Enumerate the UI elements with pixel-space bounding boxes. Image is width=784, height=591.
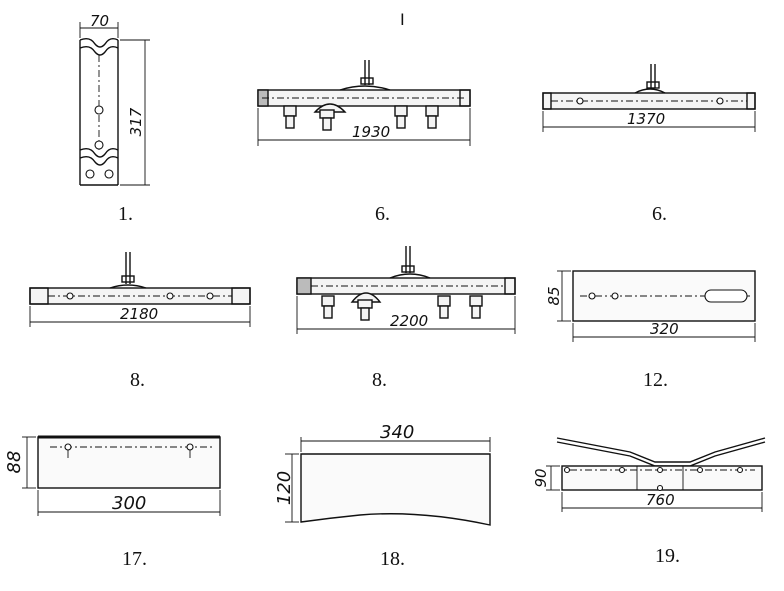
part-12-hole-1 (588, 292, 596, 300)
part-17-height-label: 88 (4, 451, 25, 474)
page-mark: I (400, 10, 405, 29)
part-17-height-dimension: 88 (4, 436, 36, 489)
part-1-height-dimension: 317 (120, 39, 150, 186)
part-18-plate (300, 453, 491, 526)
part-8a-hole-3 (206, 292, 214, 300)
part-8b-fitting-3 (437, 295, 451, 307)
part-6a-length-label: 1930 (352, 123, 390, 141)
part-1-hole-top (94, 105, 104, 115)
part-8b-length-label: 2200 (390, 312, 428, 330)
part-12-caption: 12. (643, 369, 668, 391)
part-8a-stud (121, 252, 135, 284)
part-8b-caption: 8. (372, 369, 387, 391)
part-6b-length-label: 1370 (627, 110, 665, 128)
part-1-hole-left (85, 169, 95, 179)
part-6a-drawing: 1930 6. (257, 60, 471, 225)
part-19-drawing: 90 760 19. (532, 437, 766, 567)
part-17-hole-left (64, 443, 72, 451)
part-19-height-label: 90 (532, 468, 550, 487)
part-12-length-dimension: 320 (572, 320, 756, 342)
part-1-width-label: 70 (90, 12, 109, 30)
part-8a-hole-2 (166, 292, 174, 300)
part-17-hole-right (186, 443, 194, 451)
part-1-hole-right (104, 169, 114, 179)
part-19-hole-3 (656, 466, 664, 474)
part-6a-fitting-1 (283, 105, 297, 117)
part-19-hole-2 (618, 466, 626, 474)
part-17-length-label: 300 (112, 493, 146, 514)
part-12-height-dimension: 85 (545, 270, 571, 322)
part-12-length-label: 320 (650, 320, 679, 338)
part-18-height-label: 120 (274, 471, 295, 505)
part-1-caption: 1. (118, 203, 133, 225)
part-8a-length-label: 2180 (120, 305, 158, 323)
part-8b-fitting-4 (469, 295, 483, 307)
part-8b-length-dimension: 2200 (296, 296, 516, 334)
part-6b-length-dimension: 1370 (542, 110, 756, 132)
part-19-bent-bar (556, 437, 766, 463)
part-1-drawing: 70 317 1. (79, 12, 150, 225)
part-12-slot (704, 289, 748, 303)
part-17-length-dimension: 300 (37, 490, 221, 516)
part-1-plate (79, 37, 119, 186)
part-6a-caption: 6. (375, 203, 390, 225)
part-6b-hole-left (576, 97, 584, 105)
part-18-length-label: 340 (380, 422, 414, 443)
part-12-hole-2 (611, 292, 619, 300)
part-18-height-dimension: 120 (274, 453, 299, 523)
part-6a-fitting-3 (394, 105, 408, 117)
part-17-caption: 17. (122, 548, 147, 570)
part-6a-fitting-2 (319, 109, 335, 119)
part-1-hole-mid (94, 140, 104, 150)
part-8a-caption: 8. (130, 369, 145, 391)
part-8a-hole-1 (66, 292, 74, 300)
part-6a-fitting-4 (425, 105, 439, 117)
part-6a-stud (360, 60, 374, 85)
part-19-hole-4 (656, 484, 664, 492)
part-8b-drawing: 2200 8. (296, 246, 516, 391)
part-19-hole-5 (696, 466, 704, 474)
part-8a-length-dimension: 2180 (29, 305, 251, 327)
part-19-length-label: 760 (646, 491, 675, 509)
part-8b-stud (401, 246, 415, 273)
part-6b-hole-right (716, 97, 724, 105)
part-18-length-dimension: 340 (300, 422, 491, 452)
part-19-height-dimension: 90 (532, 465, 560, 491)
part-18-drawing: 340 120 18. (274, 422, 491, 570)
part-6b-stud (646, 64, 660, 89)
part-18-caption: 18. (380, 548, 405, 570)
part-8b-fitting-1 (321, 295, 335, 307)
part-19-caption: 19. (655, 545, 680, 567)
part-12-drawing: 85 320 12. (545, 270, 756, 391)
part-19-hole-1 (563, 466, 571, 474)
part-19-hole-6 (736, 466, 744, 474)
part-17-drawing: 88 300 17. (4, 435, 221, 570)
part-6a-length-dimension: 1930 (257, 108, 471, 146)
part-12-height-label: 85 (545, 286, 563, 305)
part-19-length-dimension: 760 (561, 491, 763, 512)
part-1-width-dimension: 70 (79, 12, 119, 38)
part-8a-drawing: 2180 8. (29, 252, 251, 391)
part-6b-drawing: 1370 6. (542, 64, 756, 225)
part-6b-caption: 6. (652, 203, 667, 225)
part-1-height-label: 317 (127, 107, 145, 136)
part-8b-fitting-2 (357, 299, 373, 309)
part-17-plate (37, 436, 221, 489)
